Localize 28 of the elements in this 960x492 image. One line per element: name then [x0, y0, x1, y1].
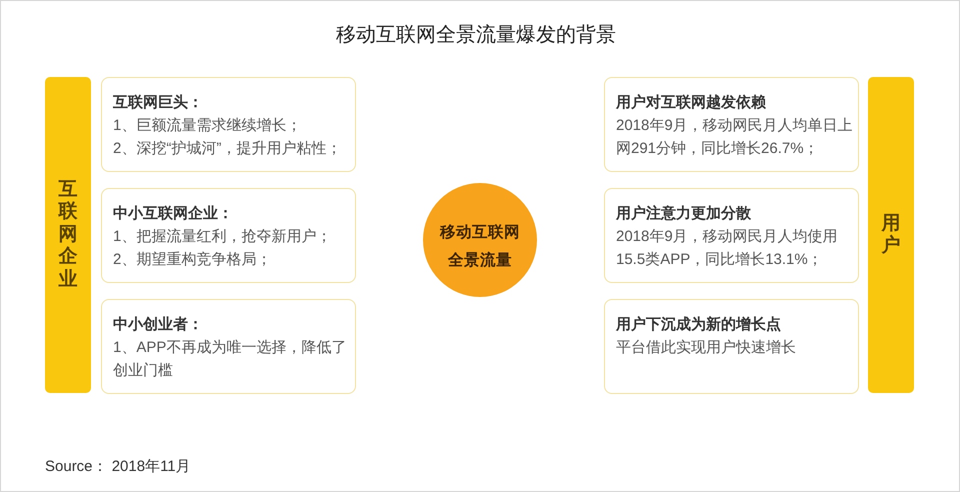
card-heading: 中小创业者： [113, 315, 203, 335]
card-heading: 中小互联网企业： [113, 204, 233, 224]
band-label: 用户 [881, 212, 901, 258]
card-text: 2、期望重构竞争格局； [113, 250, 272, 270]
card-heading: 互联网巨头： [113, 93, 203, 113]
info-card [101, 77, 356, 172]
card-text: 1、APP不再成为唯一选择，降低了创业门槛 [113, 338, 348, 381]
card-heading: 用户对互联网越发依赖 [616, 93, 766, 113]
card-heading: 用户注意力更加分散 [616, 204, 751, 224]
category-band [45, 77, 91, 393]
info-card [604, 77, 859, 172]
category-band [868, 77, 914, 393]
card-text: 2018年9月，移动网民月人均单日上网291分钟，同比增长26.7%； [616, 116, 854, 159]
card-heading: 用户下沉成为新的增长点 [616, 315, 781, 335]
info-card [604, 188, 859, 283]
info-card [101, 299, 356, 394]
source-note: Source： 2018年11月 [45, 457, 191, 477]
circle-label: 移动互联网全景流量 [440, 223, 520, 271]
card-text: 2、深挖“护城河”，提升用户粘性； [113, 139, 342, 159]
diagram-title: 移动互联网全景流量爆发的背景 [336, 23, 616, 48]
card-text: 平台借此实现用户快速增长 [616, 338, 796, 358]
card-text: 1、把握流量红利，抢夺新用户； [113, 227, 332, 247]
card-text: 1、巨额流量需求继续增长； [113, 116, 302, 136]
center-circle [423, 183, 537, 297]
band-label: 互联网企业 [58, 178, 78, 292]
card-text: 2018年9月，移动网民月人均使用15.5类APP，同比增长13.1%； [616, 227, 839, 270]
info-card [101, 188, 356, 283]
info-card [604, 299, 859, 394]
